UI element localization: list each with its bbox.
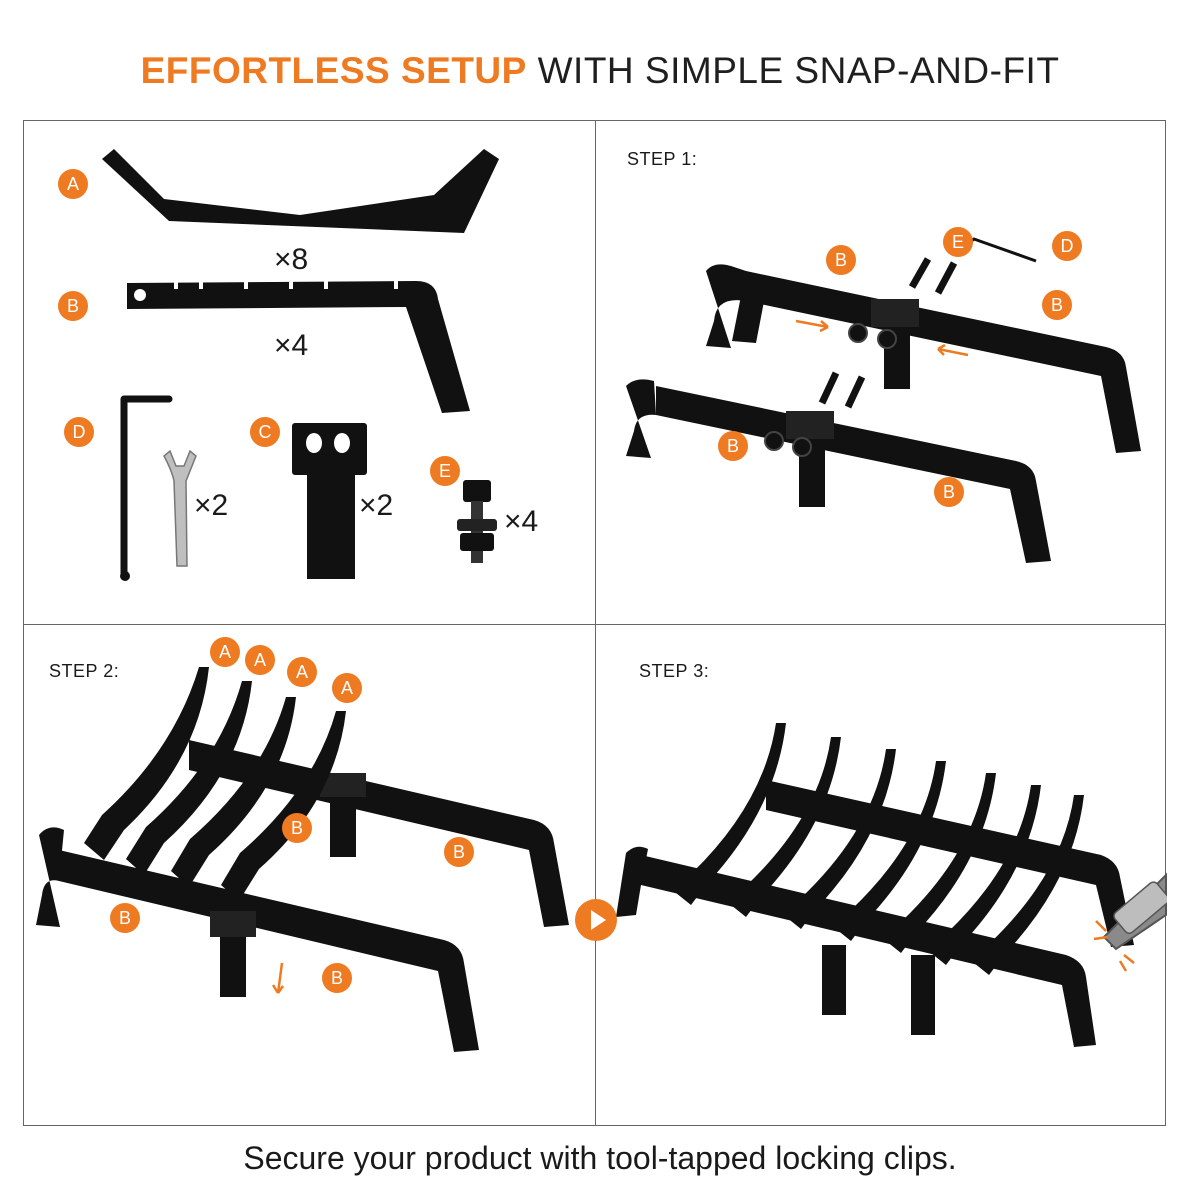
label-badge-a: A bbox=[58, 169, 88, 199]
label-badge-b: B bbox=[58, 291, 88, 321]
part-c-bracket bbox=[292, 423, 367, 475]
label-badge-d: D bbox=[64, 417, 94, 447]
parts-illustration bbox=[102, 149, 499, 581]
step2-badge-a1: A bbox=[210, 637, 240, 667]
step1-badge-b1: B bbox=[826, 245, 856, 275]
qty-a: ×8 bbox=[274, 243, 309, 276]
grid-divider-horizontal bbox=[24, 624, 1165, 625]
title-rest: WITH SIMPLE SNAP-AND-FIT bbox=[526, 50, 1060, 91]
qty-d: ×2 bbox=[194, 489, 229, 522]
caption: Secure your product with tool-tapped loc… bbox=[243, 1140, 957, 1176]
step1-badge-b2: B bbox=[1042, 290, 1072, 320]
qty-c: ×2 bbox=[359, 489, 394, 522]
step2-badge-b2: B bbox=[444, 837, 474, 867]
qty-b: ×4 bbox=[274, 329, 309, 362]
step2-badge-a3: A bbox=[287, 657, 317, 687]
step2-badge-b3: B bbox=[110, 903, 140, 933]
next-step-arrow-icon bbox=[575, 899, 617, 941]
label-badge-c: C bbox=[250, 417, 280, 447]
step1-badge-b3: B bbox=[718, 431, 748, 461]
step2-panel: STEP 2: A A A A B B B B bbox=[24, 625, 595, 1127]
step1-panel: STEP 1: bbox=[596, 121, 1167, 624]
hex-key-icon bbox=[120, 395, 173, 577]
part-e-bolt bbox=[463, 480, 491, 502]
label-badge-e: E bbox=[430, 456, 460, 486]
qty-e: ×4 bbox=[504, 505, 539, 538]
part-a-bar bbox=[102, 149, 499, 233]
step3-panel: STEP 3: bbox=[596, 625, 1167, 1127]
grid-divider-vertical bbox=[595, 121, 596, 1125]
part-b-bar bbox=[127, 281, 470, 413]
step1-badge-d: D bbox=[1052, 231, 1082, 261]
title-highlight: EFFORTLESS SETUP bbox=[140, 50, 527, 91]
step2-illustration bbox=[36, 667, 569, 1052]
step2-badge-b4: B bbox=[322, 963, 352, 993]
wrench-icon bbox=[163, 449, 197, 567]
parts-panel: A B D C E ×8 ×4 ×2 ×2 ×4 bbox=[24, 121, 595, 624]
step1-badge-b4: B bbox=[934, 477, 964, 507]
step3-illustration bbox=[616, 723, 1167, 1047]
step1-title: STEP 1: bbox=[627, 149, 698, 169]
step2-badge-a4: A bbox=[332, 673, 362, 703]
step3-title: STEP 3: bbox=[639, 661, 710, 681]
step1-illustration bbox=[626, 237, 1141, 563]
step1-badge-e: E bbox=[943, 227, 973, 257]
instruction-grid: A B D C E ×8 ×4 ×2 ×2 ×4 STEP 1: bbox=[23, 120, 1167, 1127]
step2-badge-a2: A bbox=[245, 645, 275, 675]
step2-title: STEP 2: bbox=[49, 661, 120, 681]
page-title: EFFORTLESS SETUP WITH SIMPLE SNAP-AND-FI… bbox=[0, 50, 1200, 92]
step2-badge-b1: B bbox=[282, 813, 312, 843]
